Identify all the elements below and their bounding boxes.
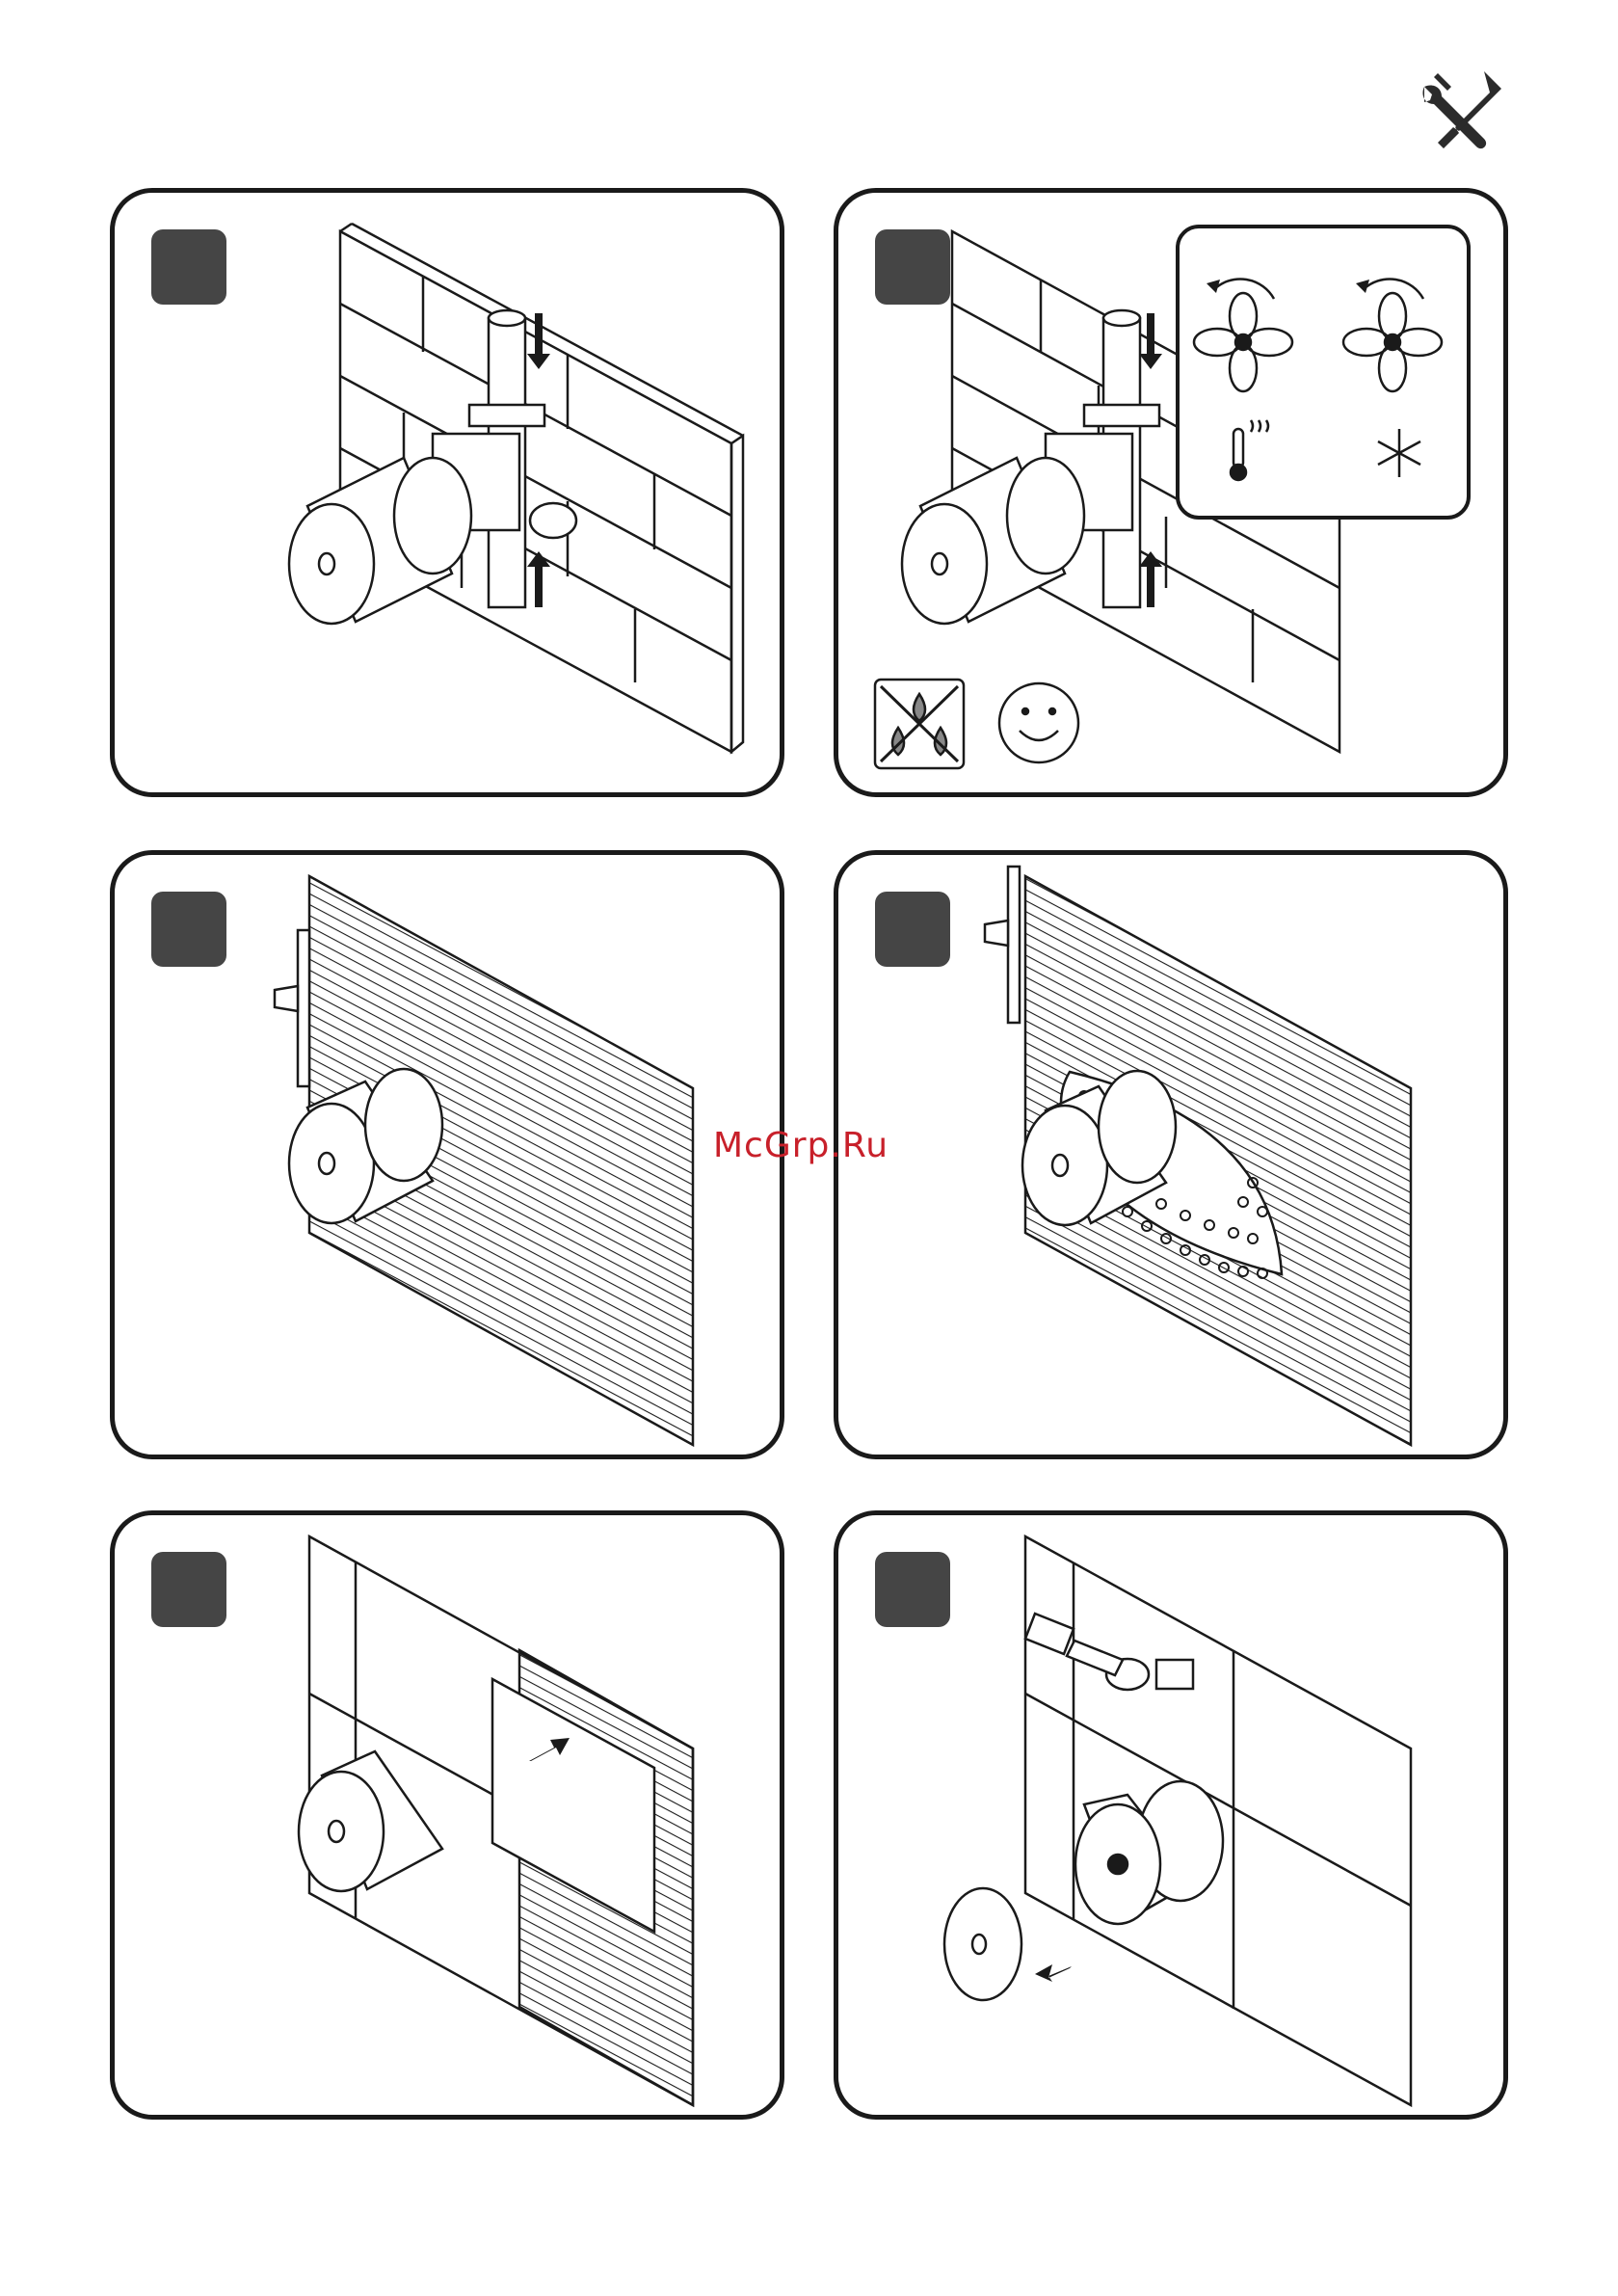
wrench-screwdriver-icon xyxy=(1417,66,1513,162)
tile-cutout-illustration xyxy=(115,1515,780,2115)
sealant-illustration xyxy=(838,855,1503,1455)
supply-check-illustration xyxy=(838,193,1503,792)
mixer-wall-illustration xyxy=(115,193,780,792)
remove-cap-illustration xyxy=(838,1515,1503,2115)
step-panel-4 xyxy=(834,850,1508,1459)
tiling-illustration xyxy=(115,855,780,1455)
step-panel-6 xyxy=(834,1510,1508,2120)
smiley-icon xyxy=(999,683,1078,762)
no-drip-icon xyxy=(875,680,964,768)
step-panel-3 xyxy=(110,850,784,1459)
watermark-text: McGrp.Ru xyxy=(713,1126,889,1165)
step-panel-1 xyxy=(110,188,784,797)
step-panel-5 xyxy=(110,1510,784,2120)
step-panel-2 xyxy=(834,188,1508,797)
